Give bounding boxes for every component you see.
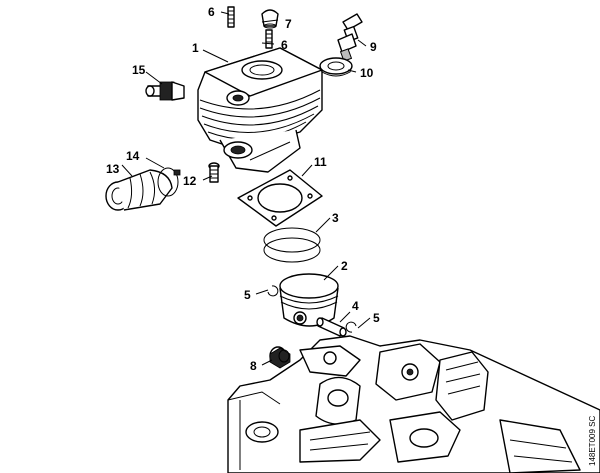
callout-8: 8 [250, 359, 257, 373]
plate-part [319, 57, 353, 77]
circlip-part-right [345, 321, 357, 333]
stud-part-top [227, 6, 235, 28]
callout-6-top: 6 [208, 5, 215, 19]
screw-part [208, 162, 220, 183]
callout-10: 10 [360, 66, 374, 80]
gasket-part [237, 169, 323, 227]
callout-5-right: 5 [373, 311, 380, 325]
manifold-part [105, 169, 173, 211]
piston-pin-part [316, 317, 347, 337]
callout-5-left: 5 [244, 288, 251, 302]
cap-part [261, 9, 279, 29]
callout-11: 11 [314, 155, 327, 169]
valve-part [337, 13, 363, 62]
callout-12: 12 [183, 174, 197, 188]
crankcase-part [227, 335, 600, 473]
callout-14: 14 [126, 149, 140, 163]
piston-rings-part [263, 227, 321, 263]
drawing-code: 148ET009 SC [588, 416, 597, 466]
callout-1: 1 [192, 41, 199, 55]
fitting-part [145, 81, 185, 101]
callout-4: 4 [352, 299, 359, 313]
callout-7: 7 [285, 17, 292, 31]
callout-labels: 6 7 6 1 9 10 15 12 11 13 14 3 2 5 4 5 8 [106, 5, 380, 373]
cylinder-part [197, 47, 323, 173]
needle-cage-part [269, 346, 291, 369]
callout-6: 6 [281, 38, 288, 52]
callout-2: 2 [341, 259, 348, 273]
callout-13: 13 [106, 162, 120, 176]
callout-3: 3 [332, 211, 339, 225]
leader-lines [121, 11, 371, 366]
clamp-part [157, 167, 181, 197]
callout-15: 15 [132, 63, 146, 77]
callout-9: 9 [370, 40, 377, 54]
circlip-part-left [267, 285, 279, 297]
stud-part [265, 29, 273, 49]
piston-part [279, 273, 339, 327]
